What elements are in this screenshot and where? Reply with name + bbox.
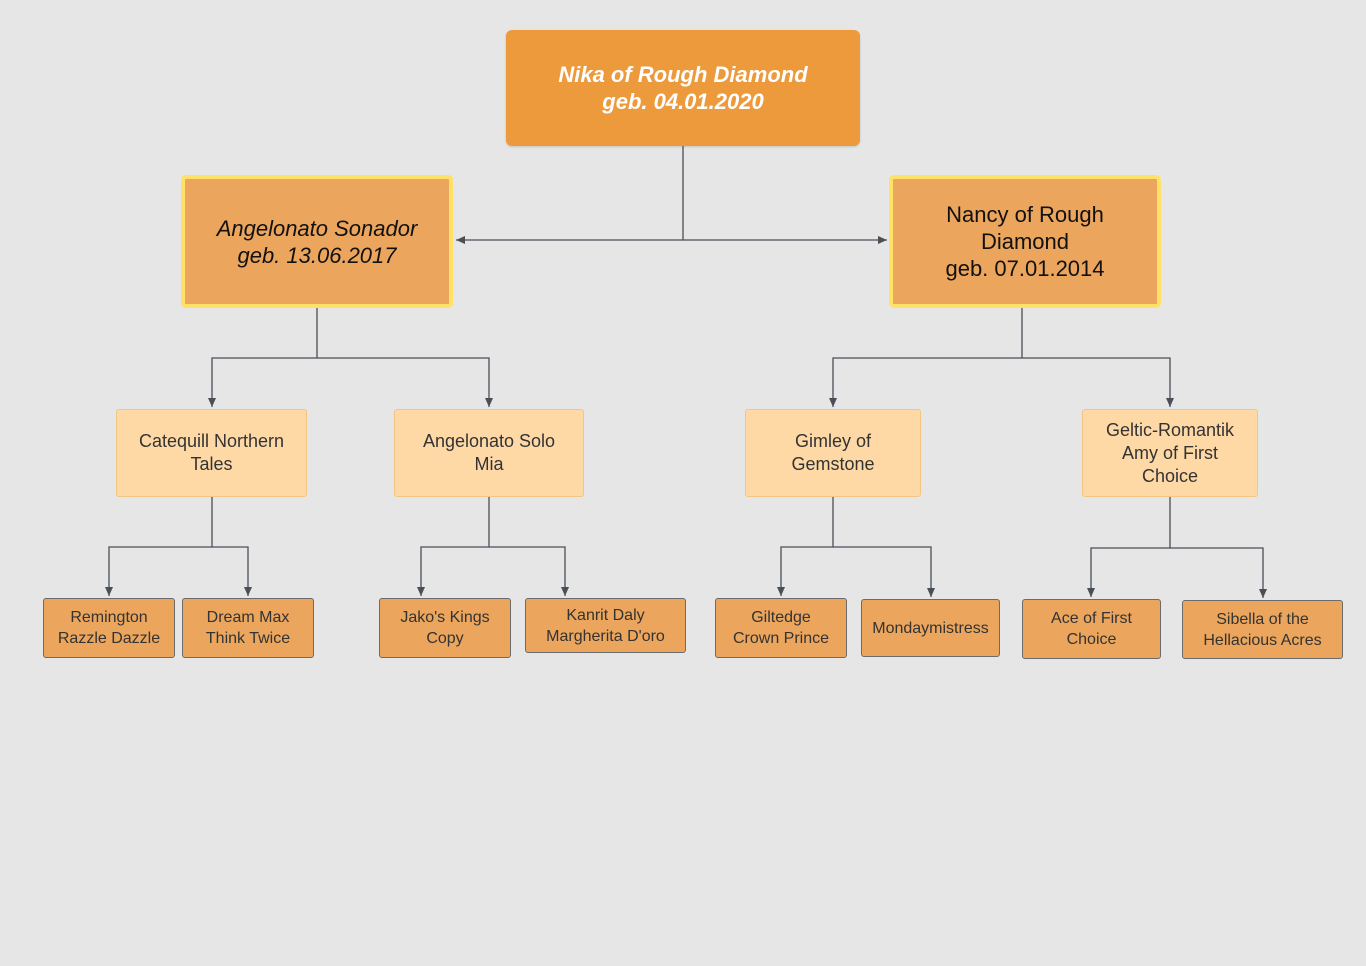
connector-gp3-ggp5 — [777, 497, 834, 596]
great-grandparent-name-line2: Choice — [1066, 631, 1117, 648]
grandparent-name-line1: Gimley of — [794, 431, 872, 451]
great-grandparent-node-sibella[interactable]: Sibella of the Hellacious Acres — [1182, 600, 1343, 659]
dam-birthdate: geb. 07.01.2014 — [945, 256, 1105, 281]
sire-node[interactable]: Angelonato Sonador geb. 13.06.2017 — [181, 175, 453, 308]
connector-gp3-ggp6 — [833, 546, 935, 597]
dam-name-line2: Diamond — [980, 229, 1070, 254]
great-grandparent-name-line1: Dream Max — [206, 609, 290, 626]
root-node[interactable]: Nika of Rough Diamond geb. 04.01.2020 — [506, 30, 860, 146]
grandparent-name-line1: Catequill Northern — [138, 431, 285, 451]
great-grandparent-node-mondaymistress[interactable]: Mondaymistress — [861, 599, 1000, 657]
root-birthdate: geb. 04.01.2020 — [602, 89, 764, 114]
great-grandparent-name-line2: Razzle Dazzle — [57, 630, 161, 647]
dam-name-line1: Nancy of Rough — [946, 202, 1104, 227]
connector-gp2-ggp3 — [417, 497, 490, 596]
great-grandparent-node-dream-max[interactable]: Dream Max Think Twice — [182, 598, 314, 658]
grandparent-name-line3: Choice — [1141, 465, 1199, 486]
connector-gp4-ggp7 — [1087, 497, 1171, 597]
grandparent-name-line1: Geltic-Romantik — [1105, 419, 1235, 440]
great-grandparent-name-line2: Hellacious Acres — [1203, 631, 1322, 649]
connector-gp1-ggp1 — [105, 497, 213, 596]
great-grandparent-name-line1: Jako's Kings — [400, 609, 490, 626]
great-grandparent-name-line2: Copy — [426, 630, 464, 647]
dam-node[interactable]: Nancy of Rough Diamond geb. 07.01.2014 — [889, 175, 1161, 308]
great-grandparent-node-remington[interactable]: Remington Razzle Dazzle — [43, 598, 175, 658]
great-grandparent-name-line2: Margherita D'oro — [546, 627, 665, 645]
grandparent-node-angelonato-solo[interactable]: Angelonato Solo Mia — [394, 409, 584, 497]
great-grandparent-node-kanrit-daly[interactable]: Kanrit Daly Margherita D'oro — [525, 598, 686, 653]
great-grandparent-node-ace-of-first-choice[interactable]: Ace of First Choice — [1022, 599, 1161, 659]
grandparent-name-line2: Gemstone — [791, 454, 875, 474]
connector-sire-gp2 — [317, 357, 493, 407]
connector-gp4-ggp8 — [1170, 547, 1267, 598]
grandparent-name-line2: Tales — [190, 454, 233, 474]
connector-dam-gp4 — [1022, 357, 1174, 407]
grandparent-node-geltic-romantik[interactable]: Geltic-Romantik Amy of First Choice — [1082, 409, 1258, 497]
great-grandparent-name-line1: Sibella of the — [1216, 610, 1309, 628]
connector-dam-gp3 — [829, 308, 1023, 407]
root-name: Nika of Rough Diamond — [558, 62, 808, 87]
great-grandparent-node-jakos-kings[interactable]: Jako's Kings Copy — [379, 598, 511, 658]
great-grandparent-node-giltedge[interactable]: Giltedge Crown Prince — [715, 598, 847, 658]
great-grandparent-name-line1: Remington — [70, 609, 148, 626]
great-grandparent-name-line1: Kanrit Daly — [566, 606, 645, 624]
connector-sire-gp1 — [208, 308, 318, 407]
great-grandparent-name-line1: Ace of First — [1051, 610, 1132, 627]
grandparent-name-line2: Amy of First — [1121, 442, 1218, 463]
grandparent-name-line1: Angelonato Solo — [422, 431, 556, 451]
sire-birthdate: geb. 13.06.2017 — [237, 242, 397, 268]
great-grandparent-name-line1: Giltedge — [751, 609, 811, 626]
sire-name: Angelonato Sonador — [216, 215, 418, 241]
connector-gp2-ggp4 — [489, 546, 569, 596]
connector-root-sire — [456, 146, 684, 244]
great-grandparent-name-line1: Mondaymistress — [872, 619, 989, 637]
grandparent-name-line2: Mia — [474, 454, 504, 474]
grandparent-node-catequill[interactable]: Catequill Northern Tales — [116, 409, 307, 497]
grandparent-node-gimley[interactable]: Gimley of Gemstone — [745, 409, 921, 497]
great-grandparent-name-line2: Crown Prince — [732, 630, 830, 647]
connector-gp1-ggp2 — [212, 546, 252, 596]
great-grandparent-name-line2: Think Twice — [205, 630, 291, 647]
